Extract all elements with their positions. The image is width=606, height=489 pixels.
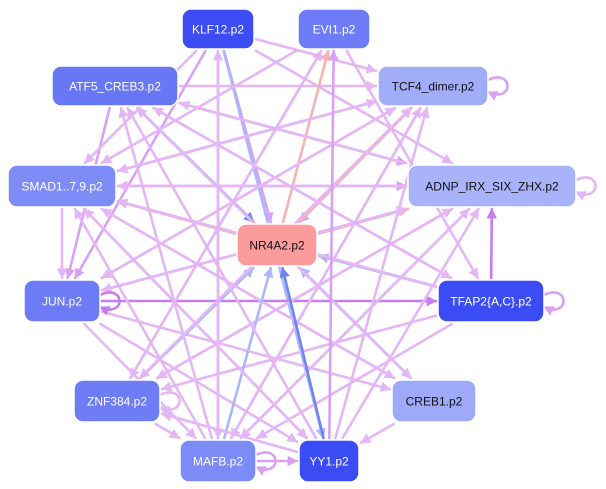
node-klf12[interactable]: KLF12.p2 xyxy=(181,8,255,50)
edge-tfap2-to-znf384 xyxy=(160,314,438,392)
edge-znf384-to-evi1 xyxy=(129,49,323,380)
self-loop-adnp xyxy=(575,176,597,201)
edge-mafb-to-smad xyxy=(73,207,207,440)
edge-klf12-to-smad xyxy=(83,49,198,165)
edge-creb1-to-smad xyxy=(100,207,396,380)
edge-mafb-to-tcf4 xyxy=(229,106,422,440)
edge-yy1-to-evi1 xyxy=(327,49,339,440)
node-box-smad xyxy=(7,164,117,208)
edge-yy1-to-smad xyxy=(83,207,309,440)
node-label-evi1: EVI1.p2 xyxy=(313,23,356,37)
edge-layer xyxy=(56,37,497,467)
edge-mafb-to-adnp xyxy=(239,207,471,440)
node-box-atf5 xyxy=(51,65,179,107)
node-label-adnp: ADNP_IRX_SIX_ZHX.p2 xyxy=(425,180,559,194)
edge-mafb-to-nr4a2 xyxy=(223,266,274,440)
node-box-yy1 xyxy=(298,439,360,483)
self-loop-znf384 xyxy=(159,391,181,416)
node-box-klf12 xyxy=(181,8,255,50)
node-label-mafb: MAFB.p2 xyxy=(193,455,243,469)
node-jun[interactable]: JUN.p2 xyxy=(23,279,101,323)
node-label-yy1: YY1.p2 xyxy=(309,455,349,469)
edge-znf384-to-mafb xyxy=(154,422,181,440)
edge-tfap2-to-adnp xyxy=(486,207,497,280)
node-box-tfap2 xyxy=(437,279,545,323)
edge-creb1-to-yy1 xyxy=(359,422,396,445)
self-loop-jun xyxy=(99,291,121,316)
node-box-tcf4 xyxy=(377,65,489,107)
node-label-tcf4: TCF4_dimer.p2 xyxy=(392,80,475,94)
node-box-znf384 xyxy=(73,379,161,423)
node-mafb[interactable]: MAFB.p2 xyxy=(179,439,257,483)
node-box-adnp xyxy=(407,164,577,208)
self-loop-mafb xyxy=(255,451,277,476)
node-box-creb1 xyxy=(391,379,477,423)
node-tfap2[interactable]: TFAP2{A,C}.p2 xyxy=(437,279,545,323)
edge-znf384-to-adnp xyxy=(155,207,454,380)
self-loop-tcf4 xyxy=(487,76,509,101)
node-adnp[interactable]: ADNP_IRX_SIX_ZHX.p2 xyxy=(407,164,577,208)
edge-mafb-to-atf5 xyxy=(118,106,213,440)
node-label-smad: SMAD1..7,9.p2 xyxy=(21,180,103,194)
self-loop-tfap2 xyxy=(543,291,565,316)
node-label-znf384: ZNF384.p2 xyxy=(87,395,147,409)
edge-adnp-to-atf5 xyxy=(178,100,408,165)
edge-yy1-to-adnp xyxy=(341,207,480,440)
edge-yy1-to-nr4a2 xyxy=(279,266,325,440)
edge-jun-to-tcf4 xyxy=(100,106,397,280)
node-znf384[interactable]: ZNF384.p2 xyxy=(73,379,161,423)
node-yy1[interactable]: YY1.p2 xyxy=(298,439,360,483)
node-label-creb1: CREB1.p2 xyxy=(406,395,463,409)
edge-yy1-to-znf384 xyxy=(160,411,299,454)
node-label-tfap2: TFAP2{A,C}.p2 xyxy=(450,295,532,309)
edge-jun-to-creb1 xyxy=(100,310,392,392)
node-smad[interactable]: SMAD1..7,9.p2 xyxy=(7,164,117,208)
node-creb1[interactable]: CREB1.p2 xyxy=(391,379,477,423)
node-label-nr4a2: NR4A2.p2 xyxy=(249,239,305,253)
edge-yy1-to-tcf4 xyxy=(334,106,430,440)
edge-yy1-to-atf5 xyxy=(126,106,318,440)
node-label-klf12: KLF12.p2 xyxy=(192,23,244,37)
node-atf5[interactable]: ATF5_CREB3.p2 xyxy=(51,65,179,107)
node-label-jun: JUN.p2 xyxy=(42,295,82,309)
self-loop-layer xyxy=(99,76,597,476)
edge-jun-to-yy1 xyxy=(99,322,299,444)
edge-tfap2-to-atf5 xyxy=(152,106,453,280)
node-box-nr4a2 xyxy=(236,223,318,267)
node-evi1[interactable]: EVI1.p2 xyxy=(297,8,371,50)
node-box-mafb xyxy=(179,439,257,483)
node-label-atf5: ATF5_CREB3.p2 xyxy=(69,80,161,94)
node-tcf4[interactable]: TCF4_dimer.p2 xyxy=(377,65,489,107)
node-nr4a2[interactable]: NR4A2.p2 xyxy=(236,223,318,267)
node-box-evi1 xyxy=(297,8,371,50)
node-box-jun xyxy=(23,279,101,323)
